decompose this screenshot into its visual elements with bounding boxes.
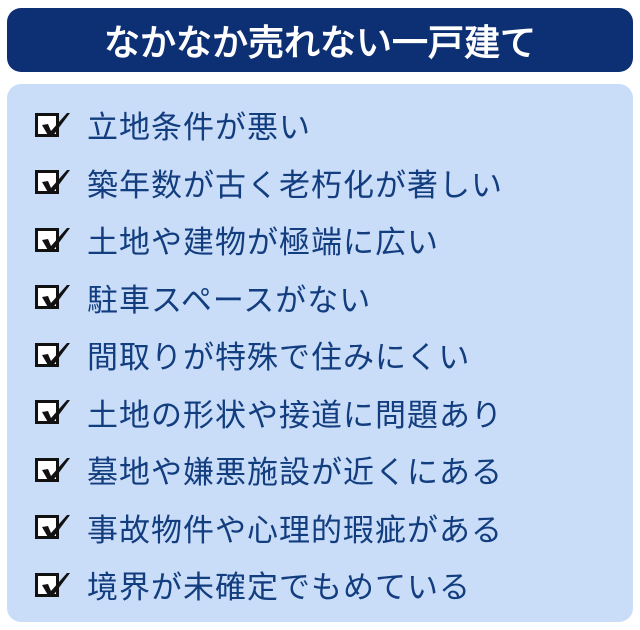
checkbox-checked-icon — [35, 570, 70, 600]
checkbox-checked-icon — [35, 167, 70, 197]
checkbox-checked-icon — [35, 455, 70, 485]
item-label: 墓地や嫌悪施設が近くにある — [87, 455, 503, 492]
list-item: 土地や建物が極端に広い — [35, 211, 503, 269]
item-label: 築年数が古く老朽化が著しい — [87, 167, 503, 204]
item-label: 境界が未確定でもめている — [87, 570, 471, 607]
checkbox-checked-icon — [35, 225, 70, 255]
item-label: 間取りが特殊で住みにくい — [87, 340, 471, 377]
item-label: 駐車スペースがない — [87, 282, 372, 319]
list-item: 事故物件や心理的瑕疵がある — [35, 499, 503, 557]
list-item: 間取りが特殊で住みにくい — [35, 326, 503, 384]
checkbox-checked-icon — [35, 110, 70, 140]
list-item: 境界が未確定でもめている — [35, 556, 503, 614]
item-label: 土地の形状や接道に問題あり — [87, 397, 503, 434]
checklist: 立地条件が悪い 築年数が古く老朽化が著しい 土地や建物が極端に広い 駐車スペース… — [35, 96, 503, 614]
page-title: なかなか売れない一戸建て — [103, 23, 536, 64]
checkbox-checked-icon — [35, 340, 70, 370]
list-item: 墓地や嫌悪施設が近くにある — [35, 441, 503, 499]
item-label: 土地や建物が極端に広い — [87, 225, 439, 262]
title-banner: なかなか売れない一戸建て — [7, 8, 633, 72]
checkbox-checked-icon — [35, 397, 70, 427]
checkbox-checked-icon — [35, 282, 70, 312]
list-item: 土地の形状や接道に問題あり — [35, 384, 503, 442]
list-item: 築年数が古く老朽化が著しい — [35, 154, 503, 212]
checkbox-checked-icon — [35, 512, 70, 542]
list-item: 駐車スペースがない — [35, 269, 503, 327]
item-label: 立地条件が悪い — [87, 110, 311, 147]
list-item: 立地条件が悪い — [35, 96, 503, 154]
checklist-panel: 立地条件が悪い 築年数が古く老朽化が著しい 土地や建物が極端に広い 駐車スペース… — [7, 84, 633, 622]
item-label: 事故物件や心理的瑕疵がある — [87, 512, 503, 549]
